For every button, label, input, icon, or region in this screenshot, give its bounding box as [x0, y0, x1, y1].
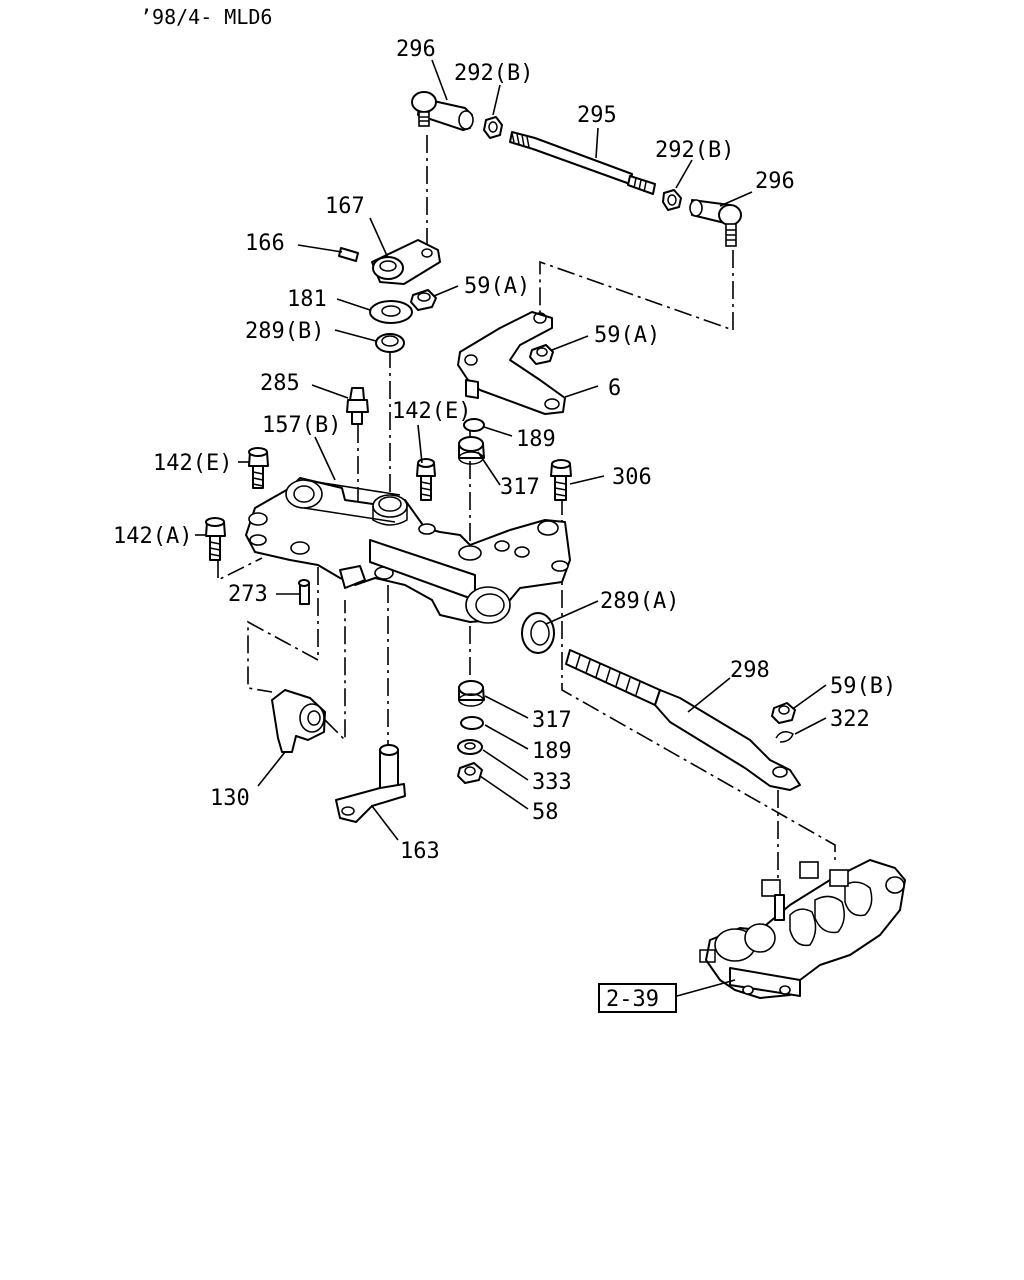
part-142a-bolt [205, 517, 226, 561]
label-273: 273 [228, 582, 268, 607]
part-130-block [271, 689, 326, 753]
part-306-bolt [550, 459, 572, 501]
part-289b-seal [375, 333, 405, 353]
part-59a-nut-1 [410, 289, 437, 311]
part-292b-nut-right [662, 189, 682, 211]
label-167: 167 [325, 194, 365, 219]
label-317-upper: 317 [500, 475, 540, 500]
label-59a-2: 59(A) [594, 323, 660, 348]
assembly-lines [217, 135, 836, 905]
label-58: 58 [532, 800, 559, 825]
part-58-nut [457, 762, 483, 784]
label-295: 295 [577, 103, 617, 128]
label-157b: 157(B) [262, 413, 341, 438]
label-333: 333 [532, 770, 572, 795]
header-text: ’98/4- MLD6 [140, 5, 272, 29]
part-317-bushing-lower [458, 680, 485, 707]
label-289a: 289(A) [600, 589, 679, 614]
label-189-lower: 189 [532, 739, 572, 764]
label-285: 285 [260, 371, 300, 396]
part-6-bracket [457, 311, 566, 415]
part-292b-nut-left [483, 116, 503, 139]
part-142e-bolt-center [416, 458, 436, 501]
label-298: 298 [730, 658, 770, 683]
label-59b: 59(B) [830, 674, 896, 699]
label-6: 6 [608, 376, 621, 401]
part-333-washer [457, 739, 483, 755]
part-2-39-shift-assembly [699, 859, 906, 999]
part-167-lever [371, 239, 441, 285]
part-181-washer [369, 300, 413, 324]
label-181: 181 [287, 287, 327, 312]
label-142e-left: 142(E) [153, 451, 232, 476]
label-ref-2-39: 2-39 [606, 987, 659, 1012]
label-142a: 142(A) [113, 524, 192, 549]
part-59a-nut-2 [529, 344, 554, 365]
part-285-breather [346, 387, 369, 425]
part-163-lever [335, 744, 406, 823]
label-142e-center: 142(E) [392, 399, 471, 424]
label-296-left: 296 [396, 37, 436, 62]
label-292b-right: 292(B) [655, 138, 734, 163]
label-317-lower: 317 [532, 708, 572, 733]
label-166: 166 [245, 231, 285, 256]
label-296-right: 296 [755, 169, 795, 194]
part-59b-nut [771, 702, 796, 724]
part-295-rod [509, 131, 656, 195]
part-189-oring-lower [460, 716, 484, 730]
part-labels: 296 292(B) 295 292(B) 296 167 166 59(A) … [113, 37, 896, 1013]
label-289b: 289(B) [245, 319, 324, 344]
leader-lines [195, 59, 827, 997]
label-163: 163 [400, 839, 440, 864]
reference-box [598, 983, 677, 1013]
part-157b-housing [245, 477, 571, 624]
part-166-pin [338, 247, 359, 262]
part-322-washer [775, 731, 794, 743]
part-298-shaft [565, 649, 801, 791]
label-130: 130 [210, 786, 250, 811]
part-142e-bolt-left [248, 447, 269, 489]
label-322: 322 [830, 707, 870, 732]
part-273-pin [298, 579, 310, 605]
part-289a-seal [521, 612, 555, 654]
label-306: 306 [612, 465, 652, 490]
part-296-left [411, 91, 474, 131]
part-317-bushing-upper [458, 436, 485, 465]
part-296-right [689, 199, 742, 247]
label-292b-left: 292(B) [454, 61, 533, 86]
part-189-oring-upper [463, 418, 485, 432]
label-189-upper: 189 [516, 427, 556, 452]
label-59a-1: 59(A) [464, 274, 530, 299]
